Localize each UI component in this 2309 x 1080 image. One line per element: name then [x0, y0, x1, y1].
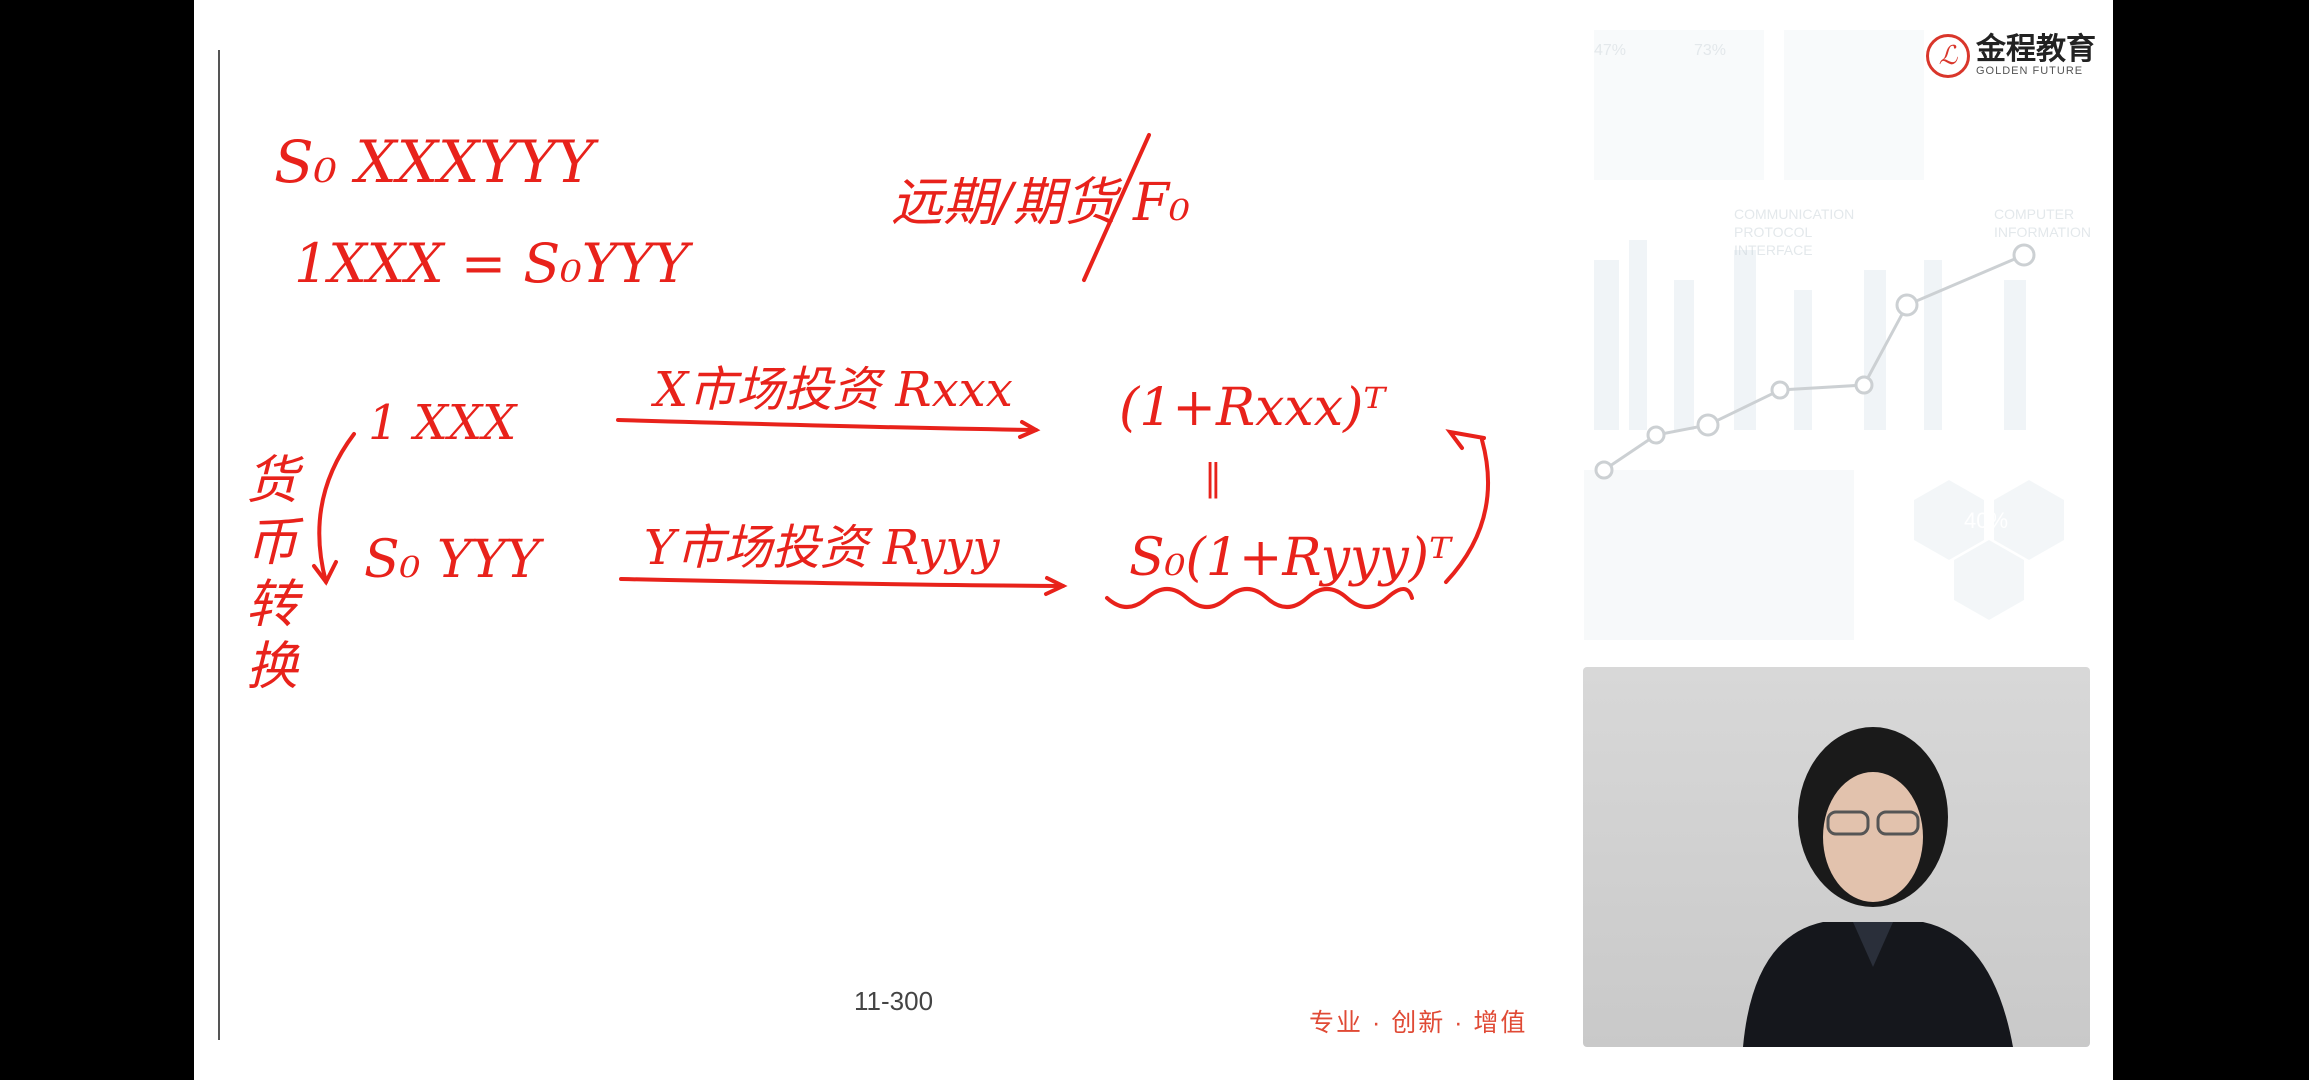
- note-row1-left: 1 XXX: [368, 395, 517, 451]
- instructor-video: [1583, 667, 2090, 1047]
- logo-en-text: GOLDEN FUTURE: [1976, 65, 2084, 77]
- note-row2-arrow-label: Y市场投资 Ryyy: [644, 520, 1000, 576]
- note-row1-arrow-label: X市场投资 Rxxx: [654, 362, 1013, 418]
- arrowhead-curved-right: [1445, 429, 1486, 450]
- note-side-currency-conversion: 货币转换: [246, 451, 299, 697]
- curved-arrow-left: [317, 432, 356, 584]
- curved-arrow-right: [1444, 438, 1490, 584]
- deco-label: COMPUTER INFORMATION: [1994, 206, 2091, 240]
- note-line2: 1XXX = S₀YYY: [294, 232, 689, 295]
- arrowhead-y: [1044, 576, 1068, 596]
- deco-label: 47%: [1594, 42, 1626, 59]
- page-number: 11-300: [854, 986, 934, 1016]
- ink-strokes: [312, 133, 1490, 609]
- deco-label: 73%: [1694, 42, 1726, 59]
- slogan: 专业 · 创新 · 增值: [1309, 1009, 1528, 1037]
- background-infographic: 40% 72% 47% 73%: [1584, 30, 2079, 640]
- arrowhead-curved-left: [312, 560, 338, 586]
- note-forward: 远期/期货 F₀: [891, 173, 1190, 233]
- instructor-figure: [1743, 727, 2013, 1047]
- note-row1-right: (1+Rxxx)ᵀ: [1119, 378, 1386, 438]
- brand-logo: ℒ 金程教育 GOLDEN FUTURE: [1926, 34, 2096, 78]
- arrow-y-market: [619, 577, 1065, 588]
- note-row2-left: S₀ YYY: [364, 530, 540, 590]
- arrow-x-market: [616, 418, 1038, 432]
- slash-stroke: [1082, 133, 1151, 282]
- wavy-underline: [1105, 587, 1414, 609]
- deco-label: COMMUNICATION PROTOCOL INTERFACE: [1734, 206, 1855, 258]
- logo-emblem-icon: ℒ: [1926, 34, 1970, 78]
- deco-label: 72%: [2039, 553, 2079, 575]
- arrowhead-x: [1018, 420, 1041, 439]
- note-line1: S₀ XXXYYY: [274, 128, 595, 196]
- slide-margin-line: [218, 50, 220, 1040]
- note-equal: ‖: [1204, 458, 1222, 499]
- note-row2-right: S₀(1+Ryyy)ᵀ: [1129, 528, 1451, 588]
- deco-label: 40%: [1964, 508, 2008, 533]
- lecture-slide: 40% 72% 47% 73% COMMUNICATION PROTOCOL I…: [194, 0, 2113, 1080]
- logo-cn-text: 金程教育: [1976, 33, 2096, 66]
